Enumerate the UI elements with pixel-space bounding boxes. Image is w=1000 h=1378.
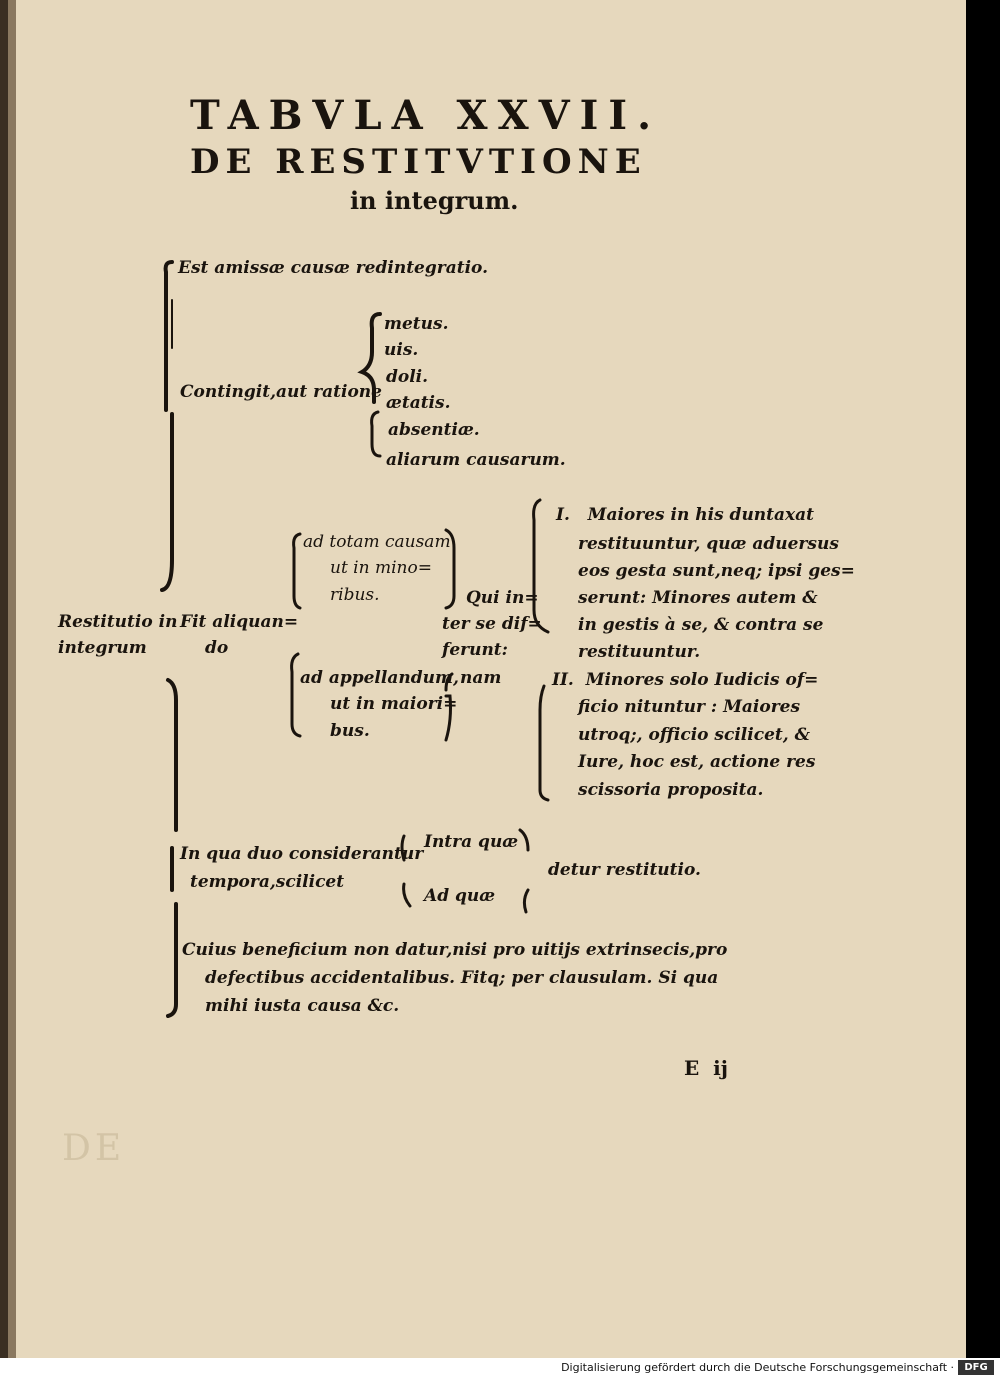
point-two-line: scissoria proposita. (578, 780, 764, 800)
totam-causam-line: ribus. (330, 585, 380, 605)
cause-item: ætatis. (386, 393, 451, 413)
point-one-line: restituuntur. (578, 642, 701, 662)
point-one-line: eos gesta sunt,neq; ipsi ges= (578, 561, 855, 581)
page-subtitle-line2: in integrum. (350, 186, 519, 215)
appellandum-line: ad appellandum, (300, 668, 459, 688)
page-binding-shadow (8, 0, 16, 1358)
book-page: TABVLA XXVII. DE RESTITVTIONE in integru… (0, 0, 966, 1358)
differunt-line: nam (460, 668, 502, 688)
page-binding-edge (0, 0, 8, 1358)
point-one-line: I. Maiores in his duntaxat (556, 505, 815, 525)
in-qua-line2: tempora,scilicet (190, 872, 345, 892)
cuius-line: mihi iusta causa &c. (205, 996, 400, 1016)
totam-causam-line: ut in mino= (330, 558, 432, 578)
footer-bar: Digitalisierung gefördert durch die Deut… (0, 1358, 1000, 1378)
differunt-line: ter se dif= (442, 614, 542, 634)
detur-restitutio: detur restitutio. (548, 860, 701, 880)
point-one-line: in gestis à se, & contra se (578, 615, 824, 635)
dfg-logo: DFG (958, 1360, 994, 1375)
page-title: TABVLA XXVII. (190, 92, 661, 139)
fit-aliquando-line1: Fit aliquan= (180, 612, 299, 632)
cuius-line: defectibus accidentalibus. Fitq; per cla… (205, 968, 719, 988)
contingit-text: Contingit,aut ratione (180, 382, 382, 402)
root-label-line2: integrum (58, 638, 147, 658)
cause-item: absentiæ. (388, 420, 480, 440)
point-one-line: restituuntur, quæ aduersus (578, 534, 839, 554)
differunt-line: Qui in= (466, 588, 539, 608)
cuius-line: Cuius beneficium non datur,nisi pro uiti… (182, 940, 728, 960)
cause-item: uis. (384, 340, 419, 360)
definition-text: Est amissæ causæ redintegratio. (178, 258, 488, 278)
point-two-line: utroq;, officio scilicet, & (578, 725, 810, 745)
intra-quae: Intra quæ (424, 832, 519, 852)
cause-item: doli. (386, 367, 429, 387)
footer-credit: Digitalisierung gefördert durch die Deut… (561, 1361, 954, 1374)
page-subtitle: DE RESTITVTIONE (190, 142, 647, 182)
cause-item: metus. (384, 314, 449, 334)
appellandum-line: bus. (330, 721, 370, 741)
root-label-line1: Restitutio in (58, 612, 178, 632)
point-two-line: ficio nituntur : Maiores (578, 697, 801, 717)
cause-item: aliarum causarum. (386, 450, 566, 470)
differunt-line: ferunt: (442, 640, 508, 660)
signature-mark: E ij (684, 1056, 729, 1080)
point-one-line: serunt: Minores autem & (578, 588, 818, 608)
point-two-line: Iure, hoc est, actione res (578, 752, 816, 772)
bracket-lines (160, 260, 550, 1018)
appellandum-line: ut in maiori= (330, 694, 458, 714)
in-qua-line1: In qua duo considerantur (180, 844, 424, 864)
point-two-line: II. Minores solo Iudicis of= (552, 670, 819, 690)
show-through-text: DE (62, 1128, 126, 1169)
totam-causam-line: ad totam causam (303, 532, 451, 552)
fit-aliquando-line2: do (205, 638, 229, 658)
ad-quae: Ad quæ (424, 886, 496, 906)
